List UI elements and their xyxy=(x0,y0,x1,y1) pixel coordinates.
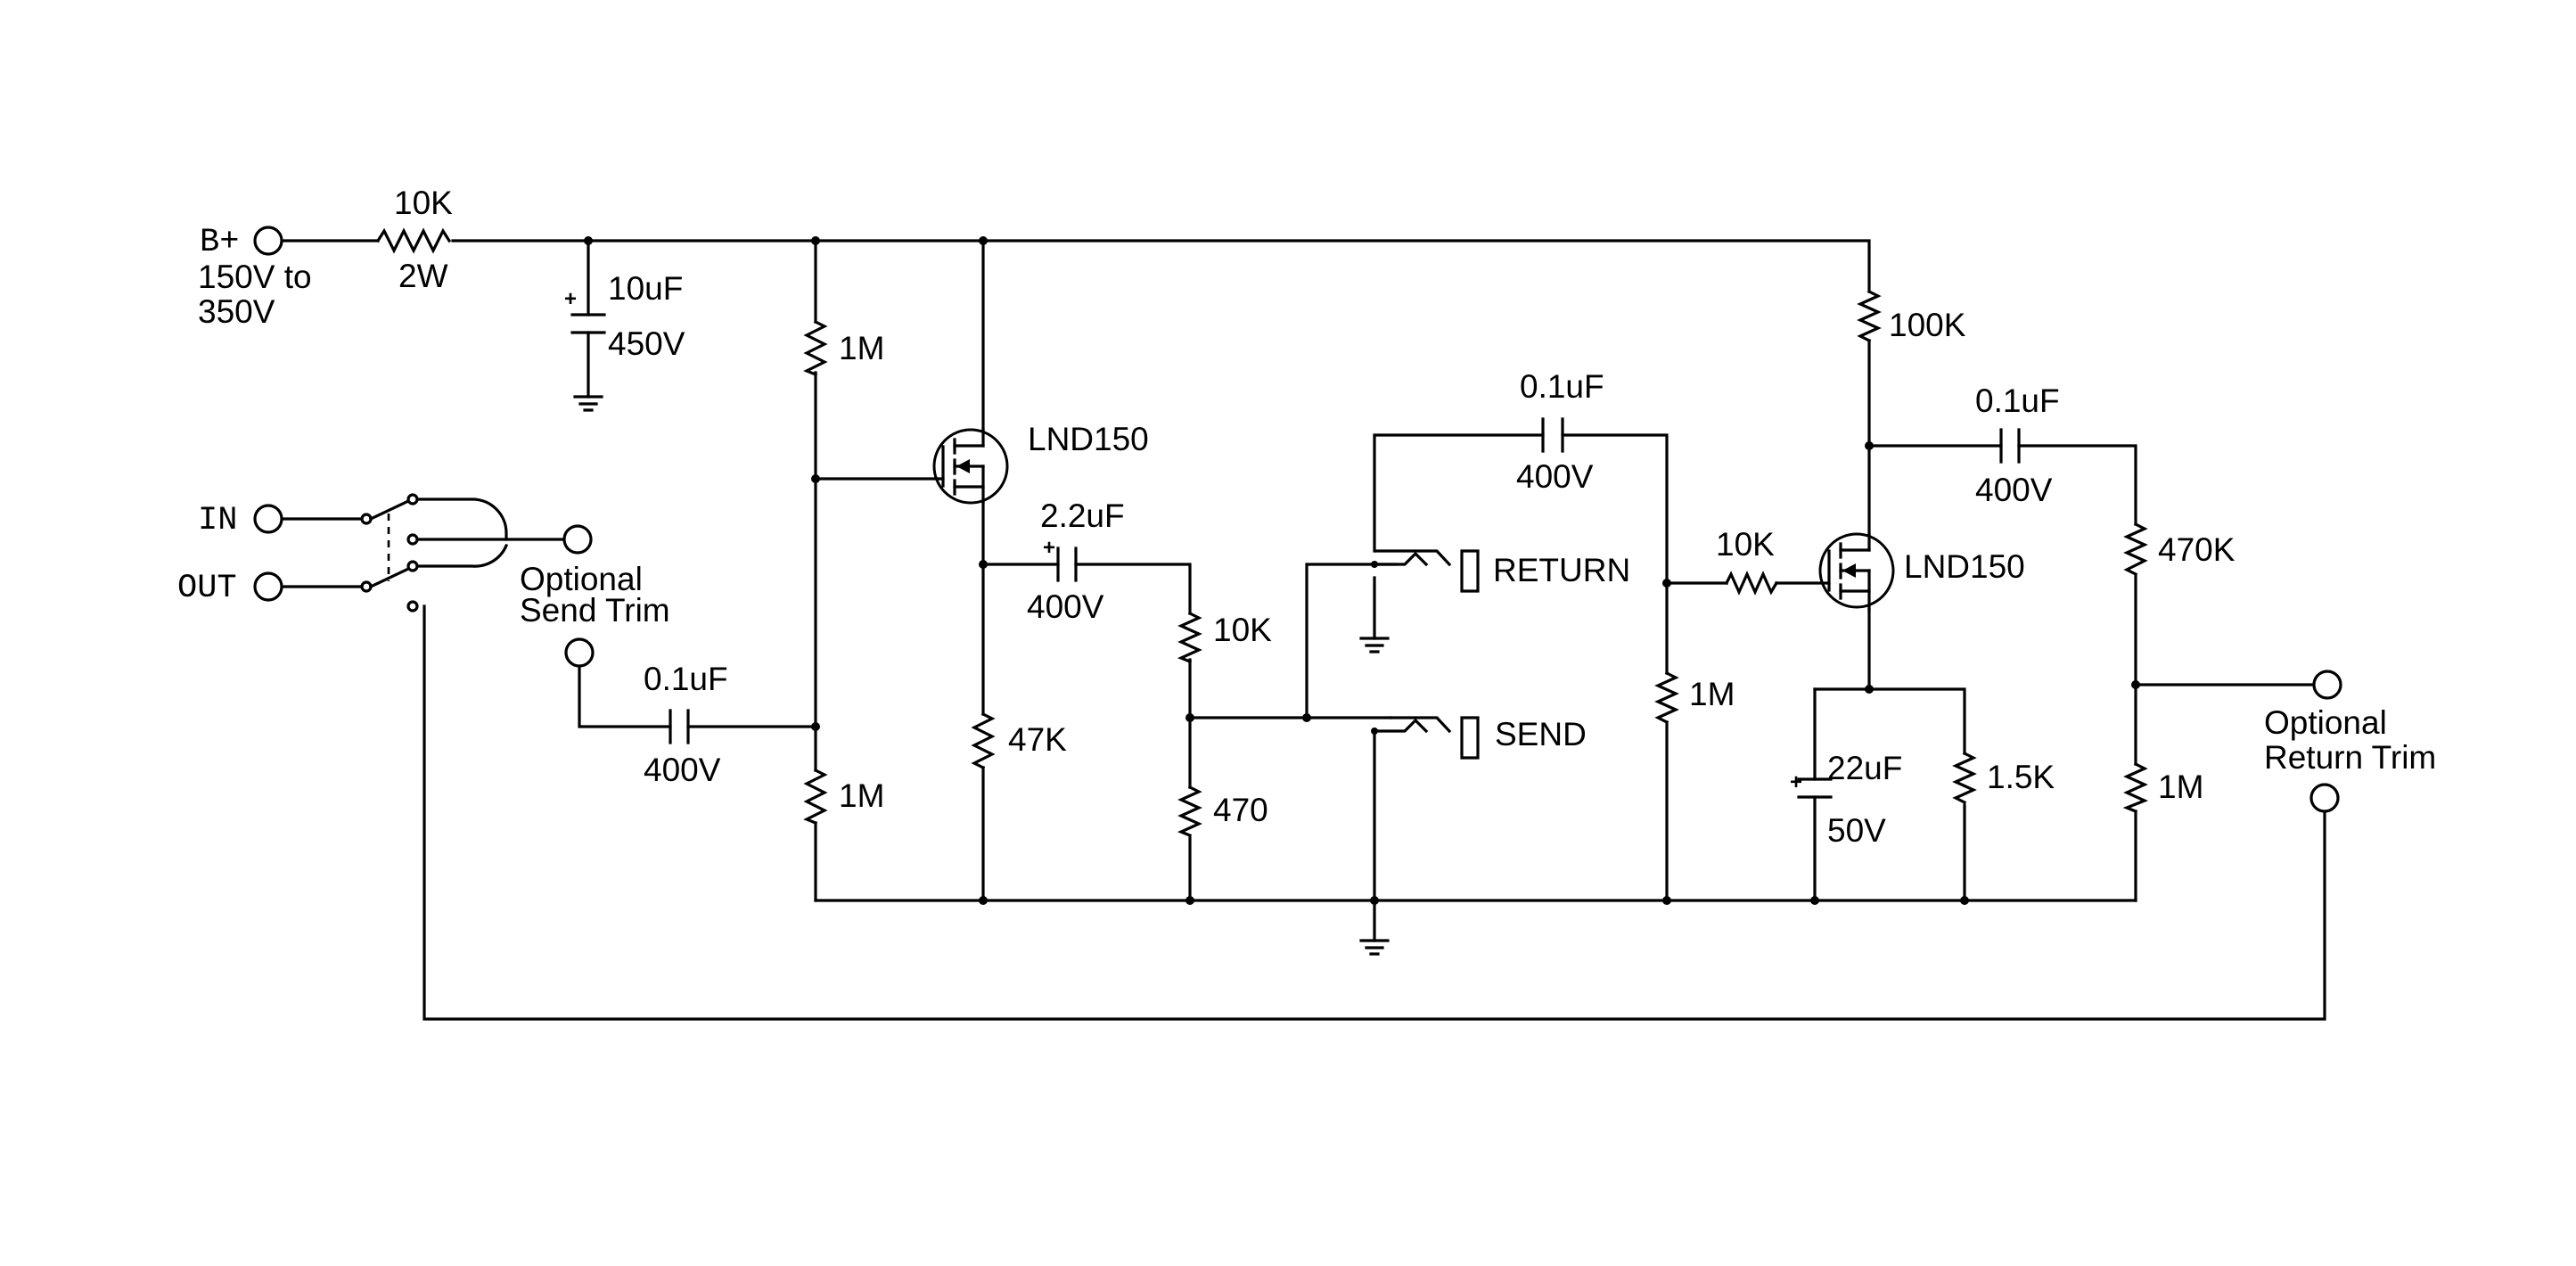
resistor-1m-output xyxy=(2122,761,2149,814)
out-label: OUT xyxy=(177,570,237,607)
wires xyxy=(281,239,2326,1021)
send-trim-line2: Send Trim xyxy=(520,592,670,629)
r-out-top-label: 470K xyxy=(2158,531,2236,568)
svg-text:+: + xyxy=(1790,770,1802,794)
bplus-terminal xyxy=(253,226,283,256)
r-source-label: 47K xyxy=(1008,721,1067,758)
svg-text:+: + xyxy=(1043,536,1055,560)
jack-send-label: SEND xyxy=(1495,716,1587,752)
ground-icon xyxy=(1359,637,1390,654)
ground-icon xyxy=(1359,939,1390,956)
junctions xyxy=(584,236,2140,905)
resistor-100k xyxy=(1857,289,1882,343)
capacitor-0-1uf-input xyxy=(669,709,690,744)
q1-label: LND150 xyxy=(1028,421,1149,457)
c-supply-rating: 450V xyxy=(608,325,685,362)
r-cathode-label: 1.5K xyxy=(1987,759,2055,795)
c-bypass-value: 22uF xyxy=(1827,750,1902,786)
q2-label: LND150 xyxy=(1904,548,2025,585)
in-terminal xyxy=(253,504,283,534)
r-gate-stop-label: 10K xyxy=(1716,526,1775,563)
resistor-1m-return xyxy=(1654,670,1679,725)
dpdt-switch xyxy=(360,493,419,612)
bplus-label: B+ xyxy=(200,224,239,261)
c-coupling-value: 2.2uF xyxy=(1040,497,1125,534)
c-input-value: 0.1uF xyxy=(644,661,728,697)
jack-send xyxy=(1373,716,1480,760)
r-bias-bottom-label: 1M xyxy=(839,777,884,814)
bplus-range-line2: 350V xyxy=(198,293,275,330)
labels: B+ 150V to 350V IN OUT Optional Send Tri… xyxy=(177,185,2436,849)
in-label: IN xyxy=(198,502,237,539)
capacitor-0-1uf-output xyxy=(1999,428,2021,464)
return-trim-line1: Optional xyxy=(2264,704,2387,741)
jack-return-label: RETURN xyxy=(1493,552,1630,588)
resistor-1m-bias-top xyxy=(803,319,828,377)
capacitor-0-1uf-bridge xyxy=(1541,417,1564,453)
resistor-10k-2w xyxy=(375,227,452,254)
r-bias-top-label: 1M xyxy=(839,330,884,366)
terminals xyxy=(253,226,2342,813)
r-divider-top-label: 10K xyxy=(1213,612,1272,648)
r-supply-rating: 2W xyxy=(398,258,448,294)
capacitor-10uf: + xyxy=(564,287,606,334)
capacitors: + + + xyxy=(564,287,2021,799)
r-out-bottom-label: 1M xyxy=(2158,769,2203,805)
bplus-range-line1: 150V to xyxy=(198,259,312,295)
resistor-470 xyxy=(1177,785,1202,838)
r-supply-value: 10K xyxy=(394,185,453,221)
resistor-10k-gate xyxy=(1724,571,1779,596)
resistors xyxy=(375,227,2149,838)
switch-common-terminal xyxy=(562,524,593,555)
c-bypass-rating: 50V xyxy=(1827,812,1886,849)
capacitor-2-2uf: + xyxy=(1043,536,1078,582)
svg-text:+: + xyxy=(564,287,577,311)
mosfet-q1 xyxy=(932,428,1009,505)
c-output-value: 0.1uF xyxy=(1975,382,2060,419)
mosfet-q2 xyxy=(1818,532,1895,612)
c-input-rating: 400V xyxy=(644,752,721,788)
c-output-rating: 400V xyxy=(1975,472,2053,508)
return-trim-in-terminal xyxy=(2309,783,2340,813)
resistor-470k xyxy=(2123,522,2148,577)
jack-return xyxy=(1373,549,1480,593)
c-coupling-rating: 400V xyxy=(1027,588,1104,625)
resistor-10k-divider xyxy=(1177,611,1202,664)
resistor-1m-bias-bottom xyxy=(803,768,828,826)
resistor-1-5k xyxy=(1952,751,1977,805)
c-supply-value: 10uF xyxy=(608,270,683,307)
ground-icon xyxy=(573,395,603,412)
r-return-load-label: 1M xyxy=(1689,676,1735,712)
c-bridge-value: 0.1uF xyxy=(1520,368,1604,405)
r-drain-label: 100K xyxy=(1889,307,1966,343)
send-trim-terminal xyxy=(564,637,595,668)
out-terminal xyxy=(253,571,283,602)
capacitor-22uf: + xyxy=(1790,770,1833,799)
grounds xyxy=(573,395,1390,956)
return-trim-out-terminal xyxy=(2312,670,2342,700)
resistor-47k xyxy=(971,711,996,770)
c-bridge-rating: 400V xyxy=(1516,458,1594,495)
return-trim-line2: Return Trim xyxy=(2264,739,2436,776)
send-trim-line1: Optional xyxy=(520,561,643,597)
r-divider-bottom-label: 470 xyxy=(1213,792,1268,828)
